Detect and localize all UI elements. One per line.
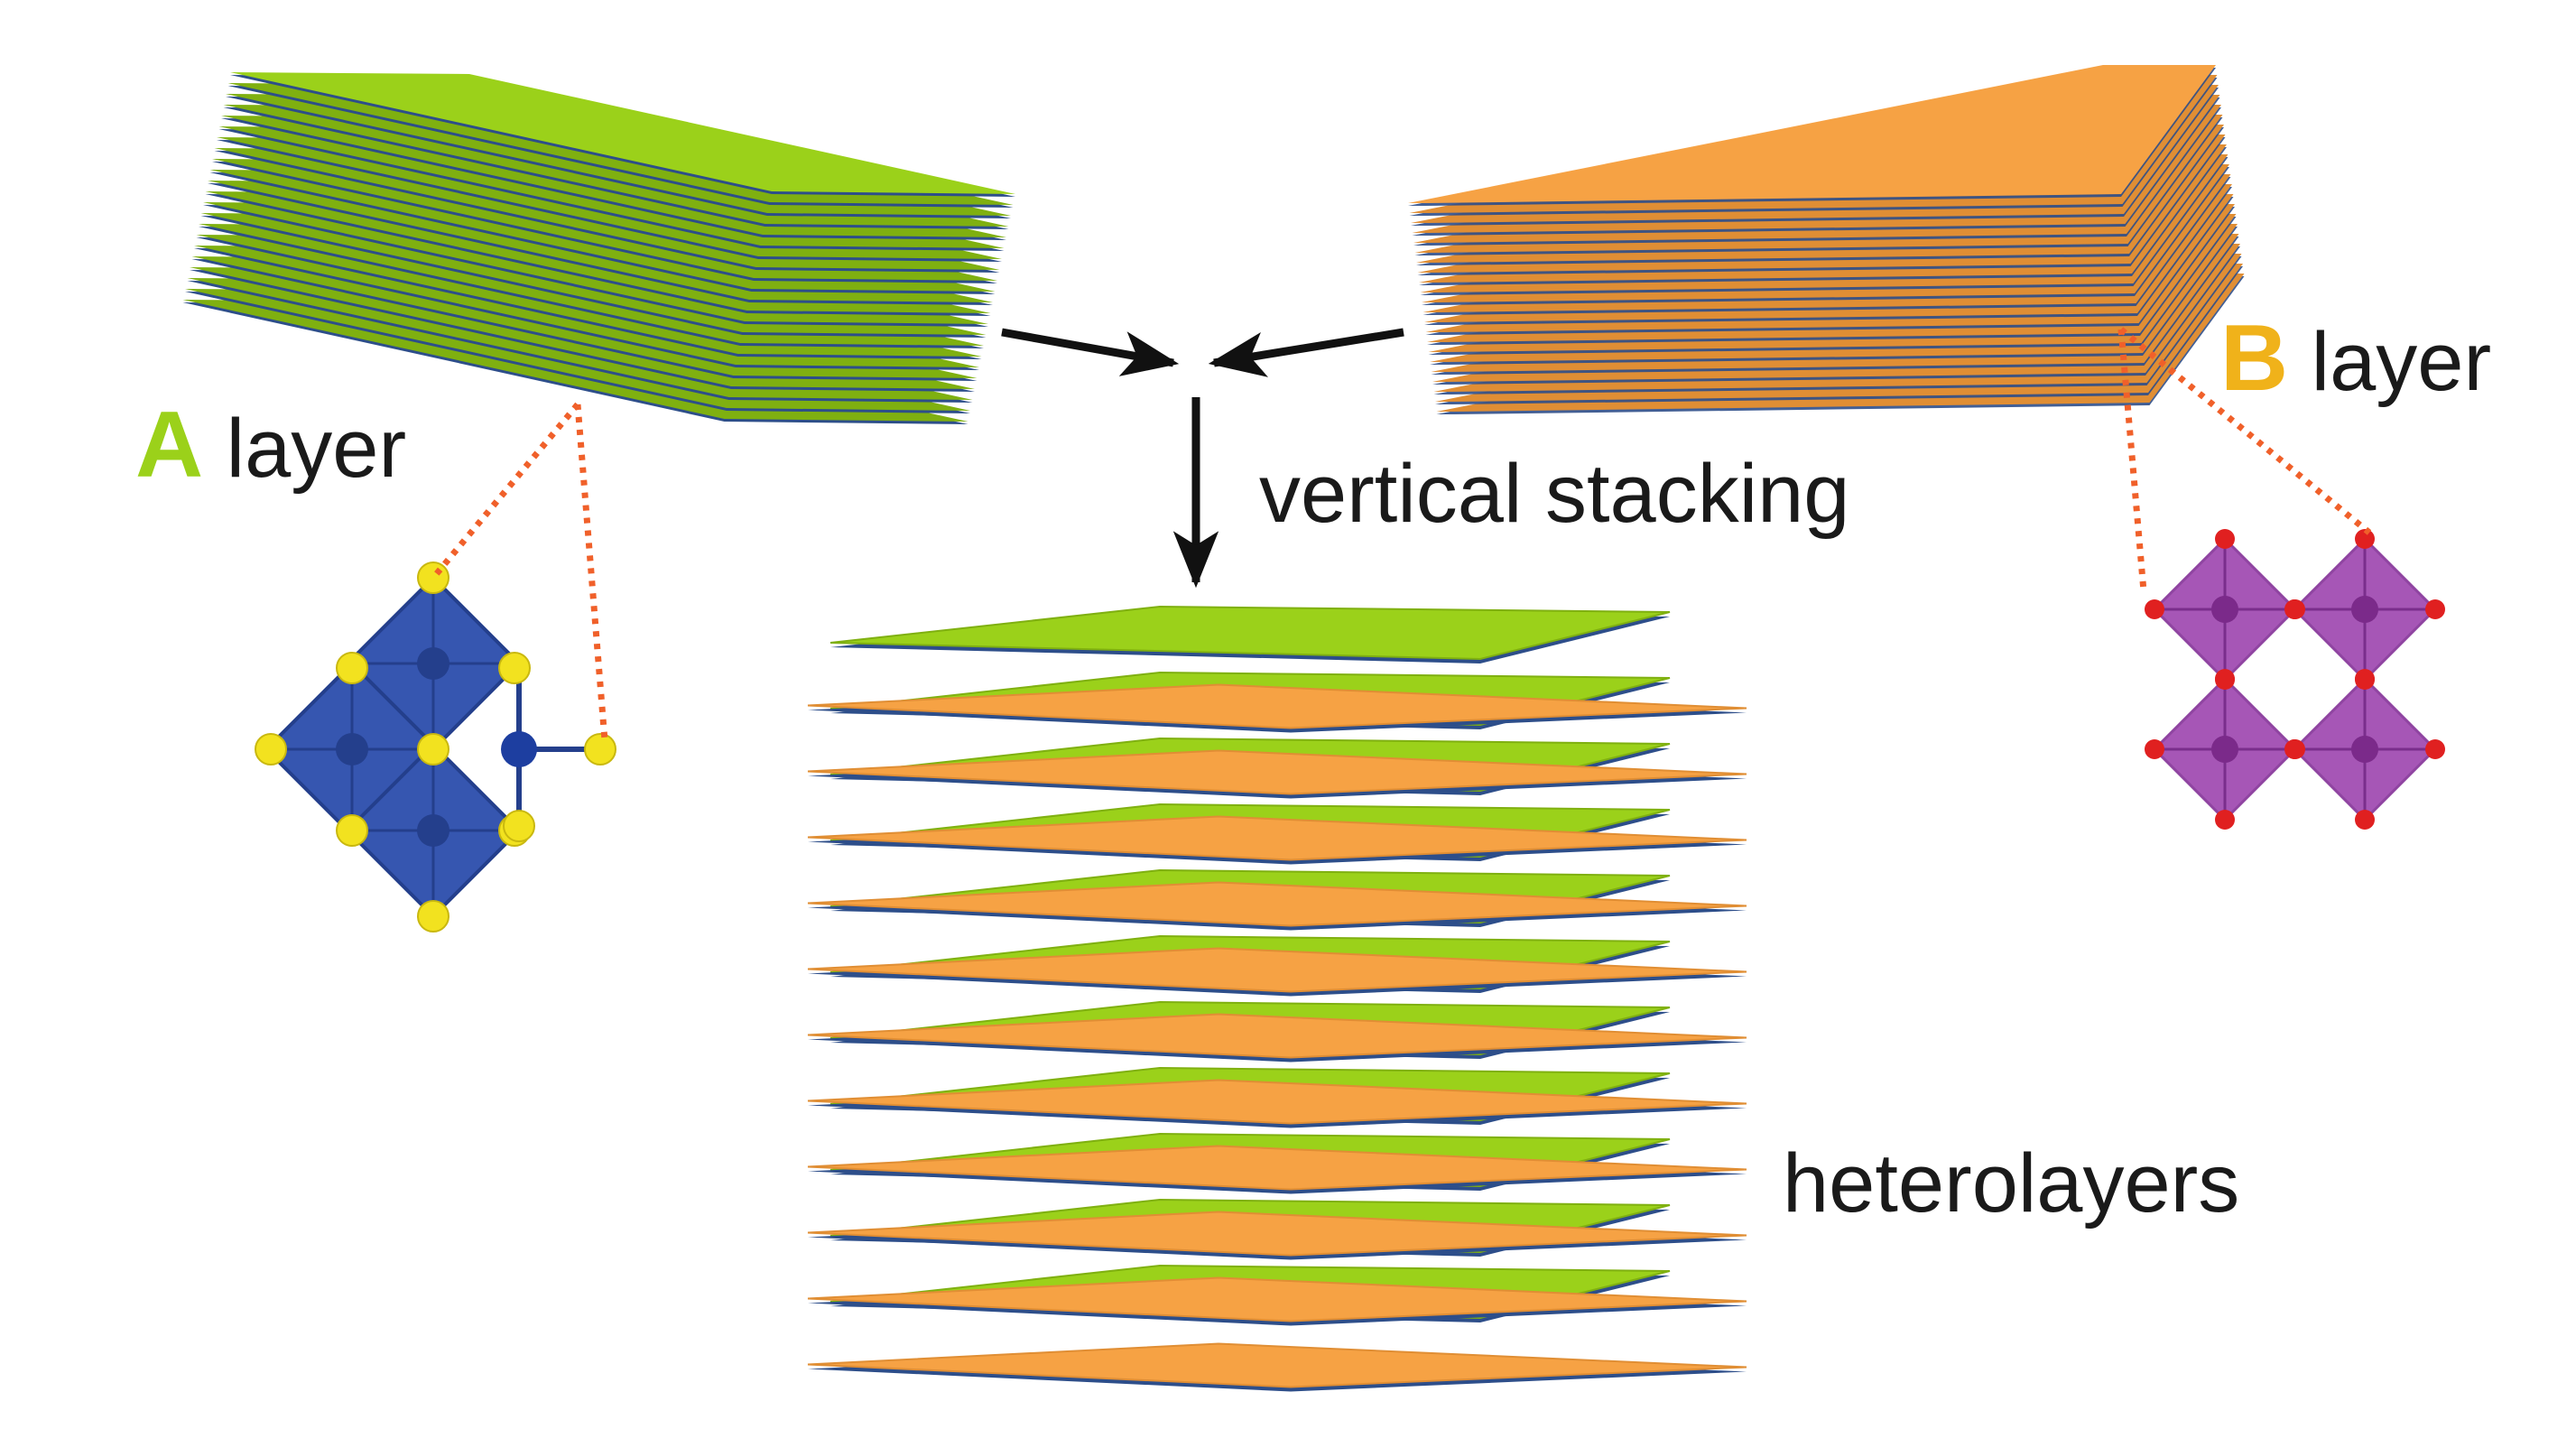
b-leader-lines (2117, 327, 2372, 592)
hetero-sheet-orange (807, 1145, 1747, 1191)
hetero-sheet-orange (807, 947, 1747, 993)
vertical-stacking-label: vertical stacking (1259, 448, 1849, 540)
oxygen-atom (2355, 529, 2375, 549)
a-layer-stack (182, 72, 1015, 424)
edge-sharing-octahedra-structure-icon (255, 561, 616, 933)
a-layer-label: A layer (135, 393, 406, 497)
metal-atom (417, 814, 449, 847)
ligand-atom (417, 900, 449, 933)
b-layer-stack (1408, 65, 2245, 414)
metal-atom (2351, 596, 2378, 623)
ligand-atom (584, 733, 616, 766)
ligand-atom (255, 733, 287, 766)
oxygen-atom (2284, 599, 2304, 619)
hetero-sheet-orange (807, 1211, 1747, 1257)
a-leader-right (574, 404, 608, 741)
hetero-sheet-orange (807, 1342, 1747, 1388)
merge-arrows (1001, 328, 1404, 589)
b-layer-word: layer (2288, 316, 2491, 408)
arrow-from-a (1001, 328, 1180, 376)
hetero-sheet-orange (807, 1276, 1747, 1322)
a-layer-letter: A (135, 393, 203, 497)
b-layer-label: B layer (2220, 306, 2491, 411)
hetero-sheet-orange (807, 1013, 1747, 1059)
heterolayer-stack (807, 605, 1747, 1392)
b-layer-letter: B (2220, 306, 2288, 411)
corner-sharing-octahedra-structure-icon (2145, 529, 2445, 830)
ligand-atom (417, 561, 449, 594)
b-sheet (1408, 65, 2216, 203)
a-sheet (230, 72, 1015, 194)
metal-atom (336, 733, 368, 766)
oxygen-atom (2215, 810, 2235, 830)
oxygen-atom (2145, 599, 2164, 619)
oxygen-atom (2145, 739, 2164, 759)
b-leader-left (2117, 329, 2147, 592)
metal-atom (417, 647, 449, 680)
oxygen-atom (2215, 669, 2235, 689)
hetero-sheet-green (829, 605, 1671, 661)
hetero-sheet-orange (807, 815, 1747, 861)
a-leader-left (431, 402, 580, 580)
a-leader-lines (431, 402, 608, 741)
oxygen-atom (2355, 810, 2375, 830)
ligand-atom (503, 810, 535, 842)
metal-atom (2211, 596, 2238, 623)
metal-atom (2351, 736, 2378, 763)
ligand-atom (336, 814, 368, 847)
oxygen-atom (2284, 739, 2304, 759)
ligand-atom (417, 733, 449, 766)
ligand-atom (498, 652, 531, 684)
hetero-sheet-orange (807, 881, 1747, 927)
metal-atom (2211, 736, 2238, 763)
arrow-from-b (1208, 328, 1404, 377)
oxygen-atom (2355, 669, 2375, 689)
a-layer-word: layer (203, 403, 406, 495)
oxygen-atom (2425, 739, 2445, 759)
ligand-atom (336, 652, 368, 684)
hetero-sheet-orange (807, 1079, 1747, 1125)
hetero-sheet-orange (807, 749, 1747, 795)
oxygen-atom (2215, 529, 2235, 549)
heterolayers-label: heterolayers (1783, 1137, 2239, 1229)
hetero-sheet-orange (807, 683, 1747, 729)
b-leader-right (2118, 327, 2372, 535)
metal-atom (501, 731, 537, 767)
oxygen-atom (2425, 599, 2445, 619)
